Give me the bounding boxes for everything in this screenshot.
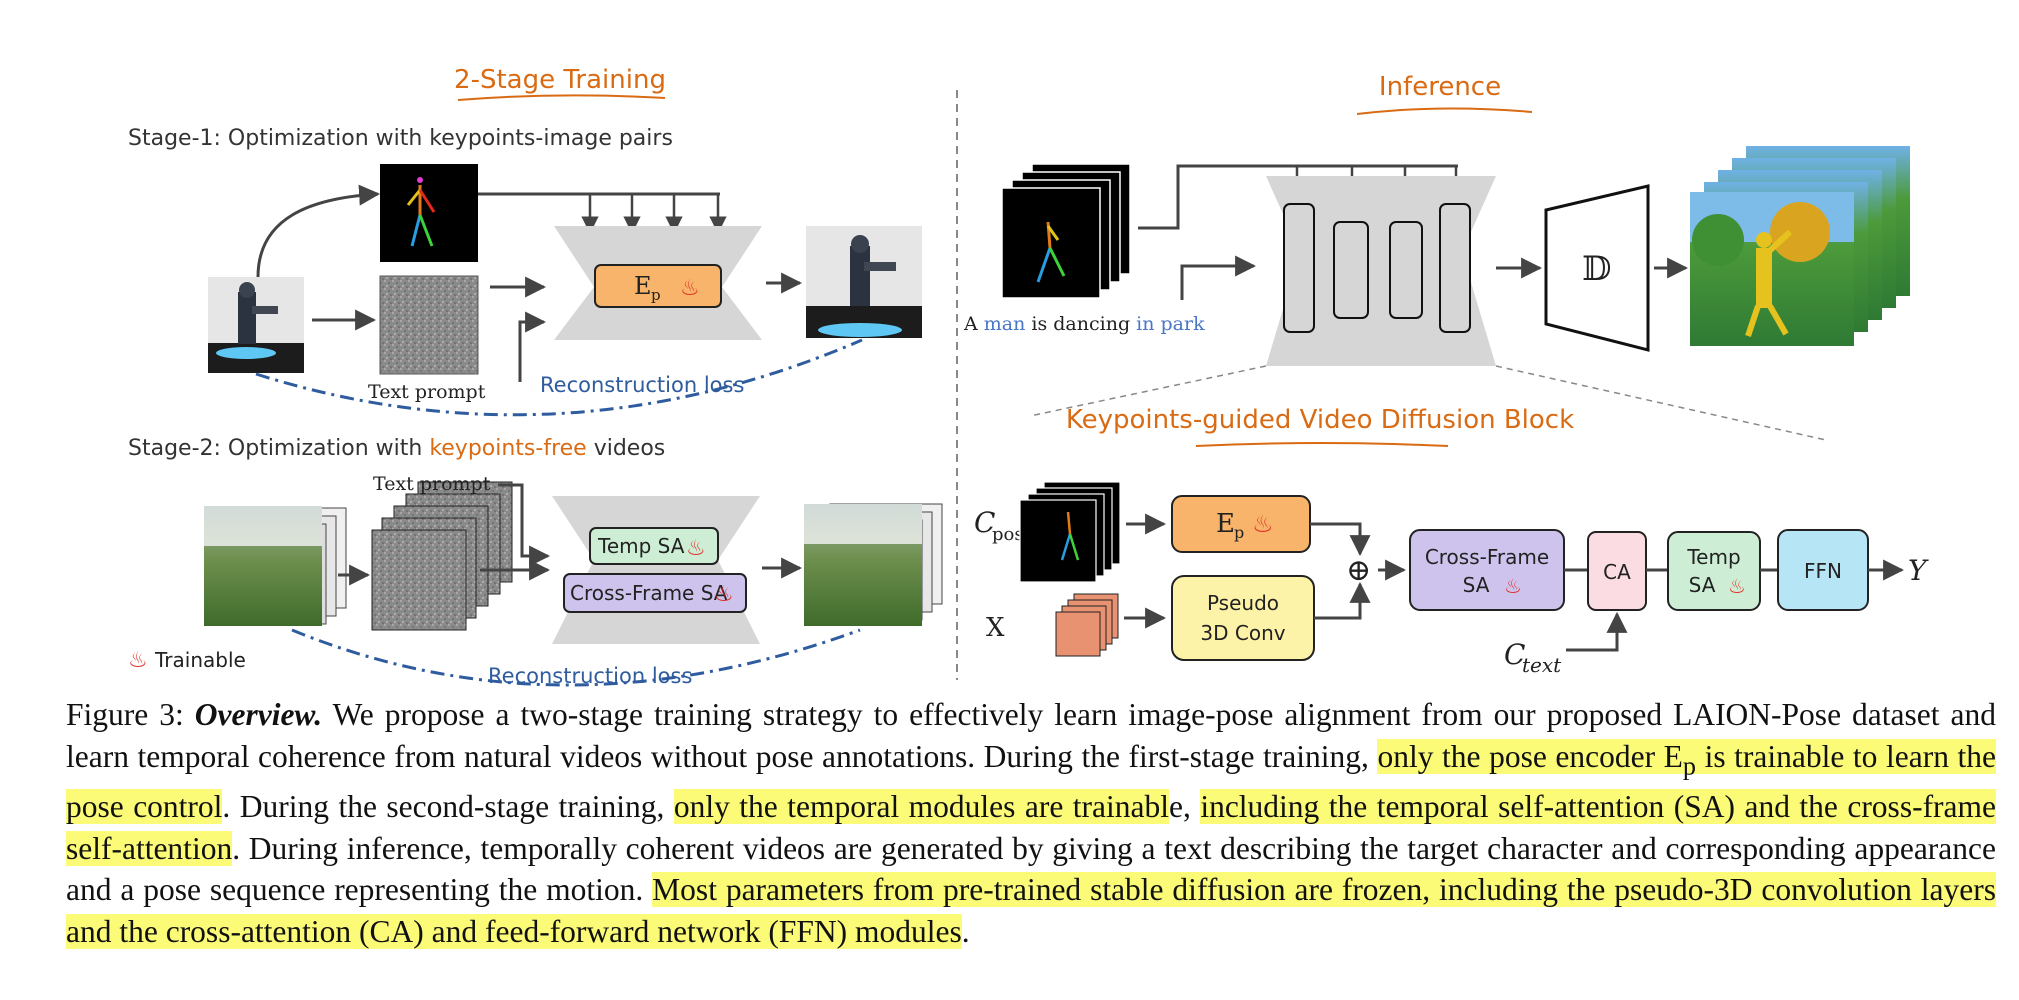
inference-prompt: A man is dancing in park [963, 313, 1205, 335]
overview-figure: 2-Stage Training Stage-1: Optimization w… [128, 65, 1929, 688]
stage1-pose-encoder [594, 264, 722, 308]
caption-highlight-2: only the temporal modules are trainabl [673, 789, 1169, 825]
block-encoder-label: E [1216, 509, 1235, 539]
stage1-output-image [806, 226, 922, 338]
cross-frame-sa-block [1409, 529, 1565, 611]
stage1-keypoints-image [380, 164, 478, 262]
c-text-label: C [1504, 638, 1525, 671]
text-prompt-1: Text prompt [368, 381, 486, 403]
caption-text-4: . During inference, temporally coherent … [66, 830, 1996, 908]
cross-frame-line2: SA [1463, 573, 1490, 597]
stage2-unet [552, 496, 760, 644]
fire-icon: ♨ [1252, 510, 1274, 538]
ffn-label: FFN [1804, 559, 1842, 583]
decoder [1544, 184, 1650, 352]
sum-icon: ⊕ [1346, 553, 1371, 588]
caption-text-2: . During the second-stage training, [222, 789, 674, 825]
stage2-output-video [804, 503, 943, 626]
reconstruction-loss-1: Reconstruction loss [540, 373, 744, 397]
stage2-input-video [204, 506, 347, 626]
text-prompt-2: Text prompt [373, 473, 491, 495]
block-title: Keypoints-guided Video Diffusion Block [1066, 405, 1574, 435]
fire-icon: ♨ [1504, 574, 1522, 598]
stage2-cross-frame-sa [563, 573, 747, 613]
inference-output-video [1690, 146, 1910, 346]
trainable-legend: Trainable [154, 648, 246, 672]
title-underline [457, 94, 666, 101]
caption-text-1: We propose a two-stage training strategy… [66, 697, 1996, 774]
stage1-label: Stage-1: Optimization with keypoints-ima… [128, 126, 673, 151]
caption-text-5: . [961, 913, 970, 949]
x-label: X [986, 613, 1005, 643]
fire-icon: ♨ [680, 276, 700, 301]
unet-block-3 [1389, 221, 1423, 319]
inference-title: Inference [1379, 72, 1501, 102]
title-underline [1195, 442, 1449, 447]
y-label: Y [1908, 554, 1929, 587]
pseudo-line1: Pseudo [1207, 591, 1279, 615]
decoder-label: 𝔻 [1582, 249, 1611, 289]
stage2-temp-sa [589, 527, 719, 565]
caption-label: Figure 3: [66, 697, 195, 732]
reconstruction-loss-curve-1 [255, 338, 863, 417]
unet-block-1 [1283, 203, 1315, 333]
c-text-sub: text [1522, 653, 1562, 677]
cross-frame-sa-label: Cross-Frame SA [570, 581, 728, 605]
stage2-noise-stack [371, 481, 513, 631]
pose-stack [1019, 481, 1121, 583]
title-underline [1356, 107, 1533, 115]
temp-line1: Temp [1686, 545, 1740, 569]
fire-icon: ♨ [686, 536, 706, 561]
stage1-noise-image [379, 275, 479, 375]
encoder-label: E [634, 272, 652, 300]
pseudo-line2: 3D Conv [1200, 621, 1285, 645]
figure-caption: Figure 3: Overview. We propose a two-sta… [66, 694, 1997, 952]
pseudo-3d-conv [1171, 575, 1315, 661]
fire-icon: ♨ [1728, 574, 1746, 598]
stage1-input-image [208, 277, 304, 373]
reconstruction-loss-curve-2 [291, 628, 861, 687]
training-title: 2-Stage Training [454, 65, 666, 95]
inference-pose-sequence [1001, 163, 1131, 299]
reconstruction-loss-2: Reconstruction loss [488, 664, 692, 688]
temp-sa-label: Temp SA [597, 534, 685, 558]
unet-block-4 [1439, 203, 1471, 333]
temp-sa-block [1667, 531, 1761, 611]
unet-block-2 [1333, 221, 1369, 319]
caption-bold: Overview. [194, 697, 323, 732]
latent-stack [1055, 593, 1119, 657]
c-pose-label: C [974, 506, 995, 539]
ca-label: CA [1603, 560, 1631, 584]
temp-line2: SA [1689, 573, 1716, 597]
cross-frame-line1: Cross-Frame [1425, 545, 1549, 569]
caption-text-3: e, [1168, 789, 1201, 825]
stage2-label: Stage-2: Optimization with keypoints-fre… [128, 436, 665, 461]
encoder-sub: p [651, 286, 661, 304]
inference-unet [1266, 176, 1496, 366]
fire-icon: ♨ [128, 648, 148, 673]
block-encoder-sub: p [1234, 523, 1244, 542]
fire-icon: ♨ [714, 582, 734, 607]
